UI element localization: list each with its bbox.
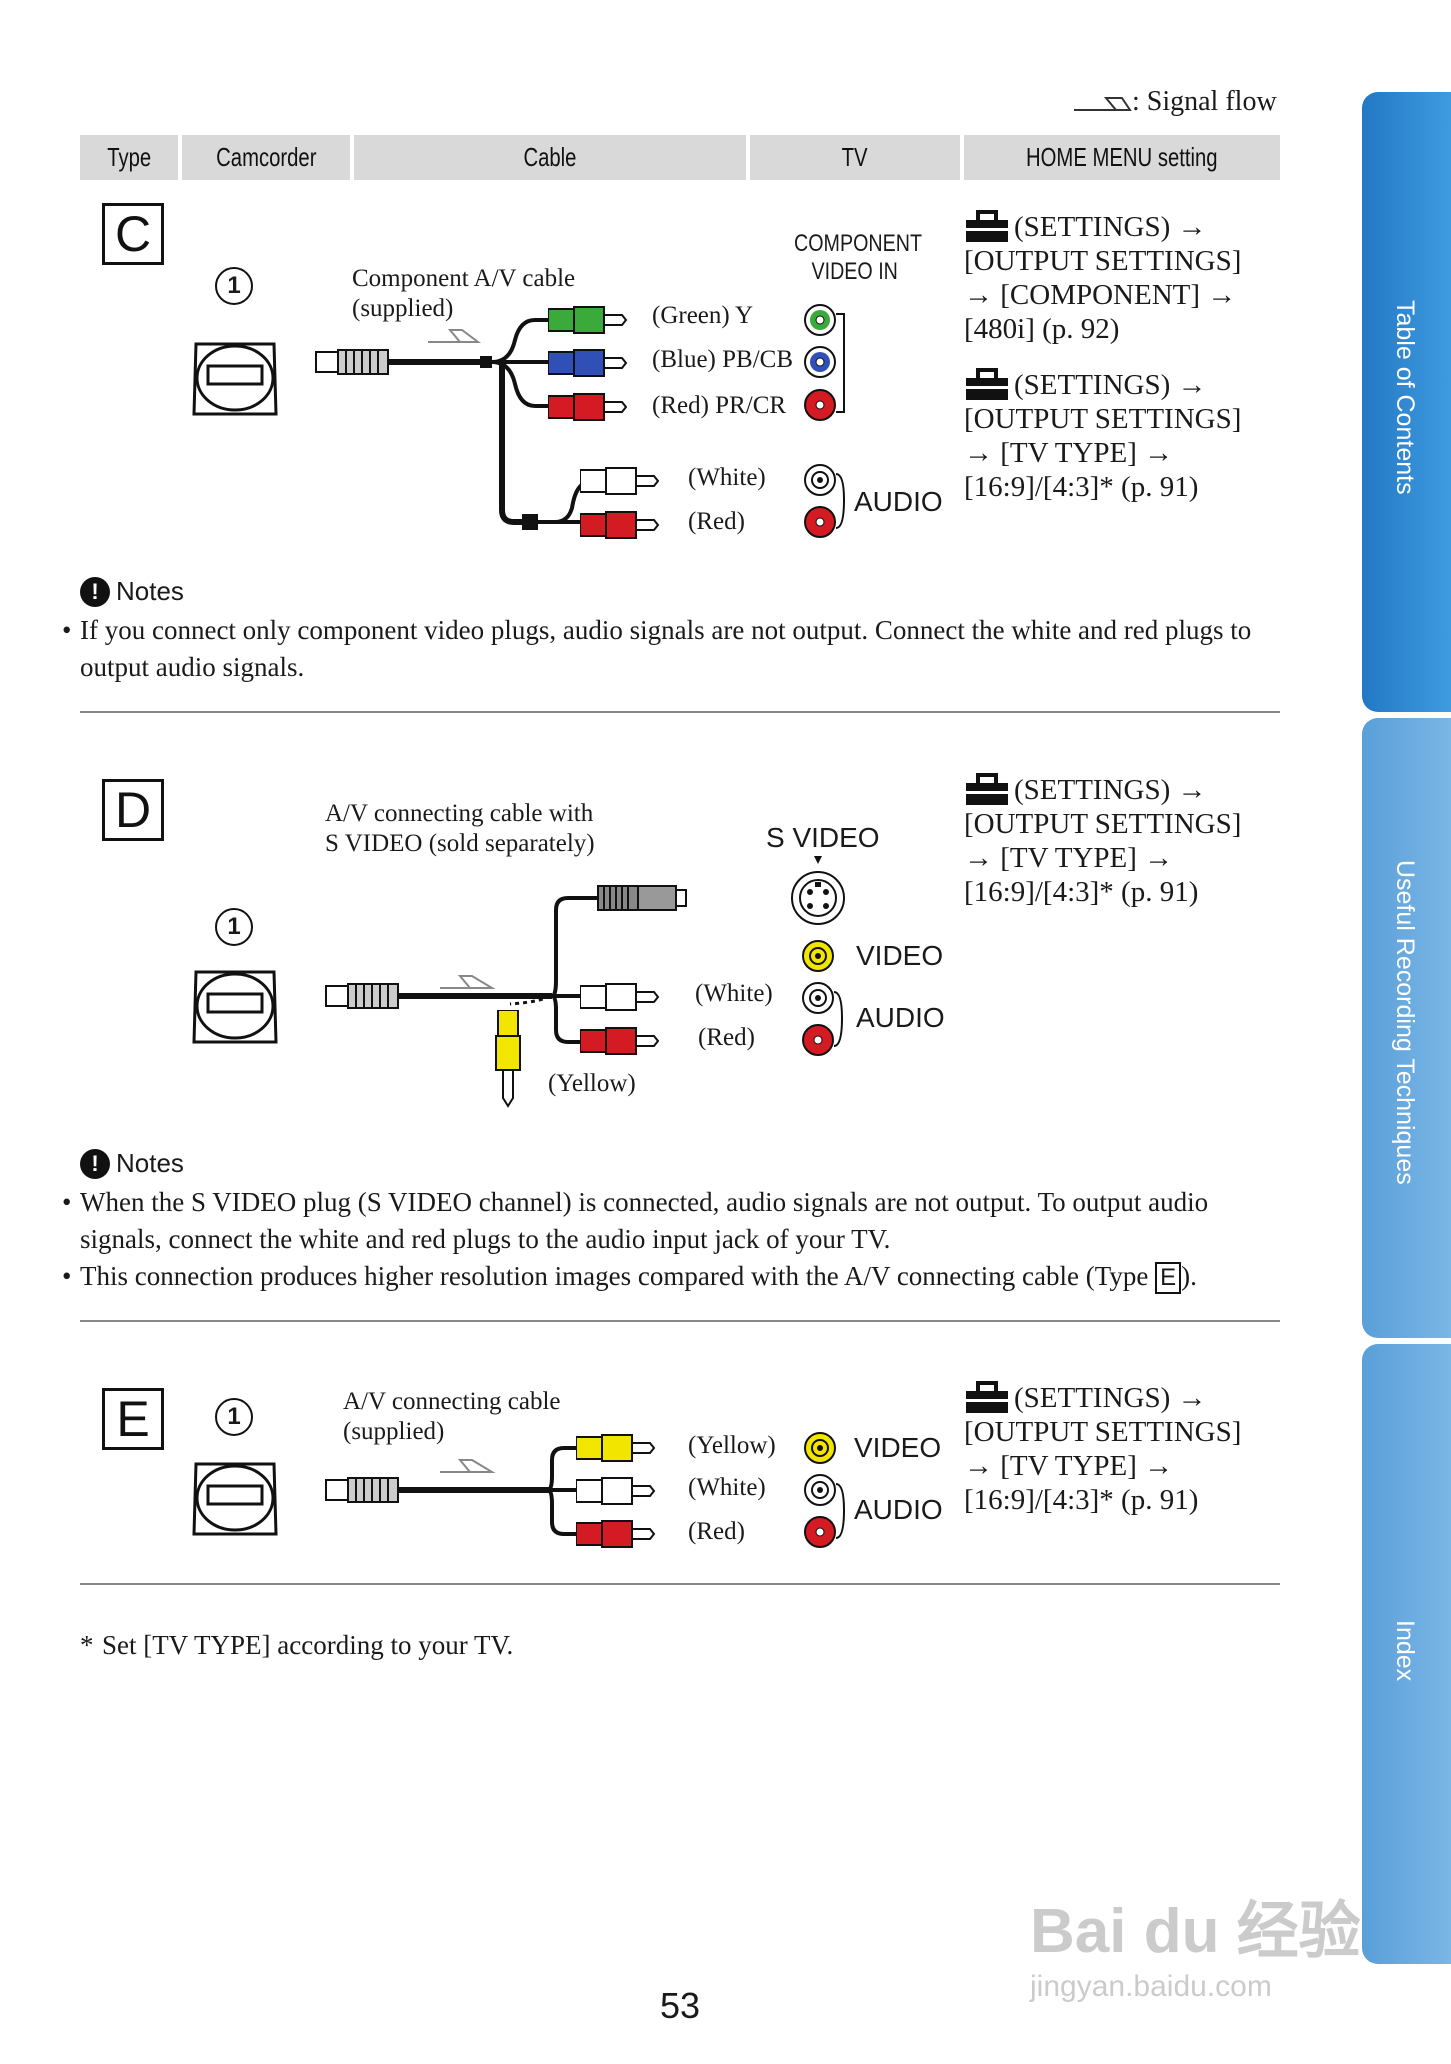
tv-audio-label-c: AUDIO <box>854 486 943 517</box>
tab-useful-recording[interactable] <box>1362 718 1451 1338</box>
blue-plug-icon <box>548 349 628 377</box>
cable-supply-c: (supplied) <box>352 295 454 322</box>
plug-label-white-d: (White) <box>695 980 773 1007</box>
port-number-c: 1 <box>215 267 253 305</box>
tv-video-label-e: VIDEO <box>854 1432 942 1463</box>
white-plug-e-icon <box>576 1477 656 1505</box>
camcorder-port-c-icon <box>192 342 278 416</box>
plug-label-green: (Green) Y <box>652 302 754 329</box>
white-plug-d-icon <box>580 983 660 1011</box>
toolbox-icon <box>966 773 1008 805</box>
divider-d <box>80 1320 1280 1322</box>
yellow-plug-e-icon <box>576 1434 656 1462</box>
toolbox-icon <box>966 368 1008 400</box>
yellow-plug-d-icon <box>495 1010 521 1108</box>
watermark-sub: jingyan.baidu.com <box>1030 1970 1272 2003</box>
port-number-e: 1 <box>215 1398 253 1436</box>
type-d-box: D <box>102 779 164 841</box>
tv-jacks-e <box>804 1432 846 1548</box>
watermark: Bai du 经验 jingyan.baidu.com <box>1030 1880 1361 2004</box>
note-c-1: •If you connect only component video plu… <box>62 615 1252 682</box>
av-cable-diagram <box>325 1446 576 1536</box>
plug-label-white: (White) <box>688 464 766 491</box>
port-number-d: 1 <box>215 908 253 946</box>
plug-label-red: (Red) PR/CR <box>652 392 787 419</box>
red-plug-d-icon <box>580 1027 660 1055</box>
tab-table-of-contents[interactable] <box>1362 92 1451 712</box>
tab-label-index: Index <box>1391 1620 1419 1682</box>
menu-settings-c2: (SETTINGS) → [OUTPUT SETTINGS] → [TV TYP… <box>964 368 1242 503</box>
cable-supply-e: (supplied) <box>343 1418 445 1445</box>
page-number: 53 <box>659 1985 701 2026</box>
camcorder-port-e-icon <box>192 1462 278 1536</box>
white-plug-icon <box>580 467 660 495</box>
cable-name-e: A/V connecting cable <box>343 1388 561 1415</box>
type-e-box: E <box>102 1388 164 1450</box>
note-d-2: •This connection produces higher resolut… <box>62 1258 1280 1295</box>
notes-icon: ! <box>80 1148 110 1179</box>
red-plug-e-icon <box>576 1520 656 1548</box>
type-c-box: C <box>102 203 164 265</box>
header-camcorder: Camcorder <box>182 135 350 180</box>
header-home-menu: HOME MENU setting <box>964 135 1280 180</box>
cable-name-c: Component A/V cable <box>352 265 576 292</box>
divider-e <box>80 1583 1280 1585</box>
toolbox-icon <box>966 1381 1008 1413</box>
signal-flow-arrow-icon <box>1074 97 1132 111</box>
cable-supply-d: S VIDEO (sold separately) <box>325 830 595 857</box>
tab-label-toc: Table of Contents <box>1391 300 1419 495</box>
header-type: Type <box>80 135 178 180</box>
plug-label-red-d: (Red) <box>698 1024 755 1051</box>
notes-heading-c: !Notes <box>80 576 184 607</box>
notes-heading-d: !Notes <box>80 1148 184 1179</box>
tv-jacks-c <box>804 304 846 538</box>
footnote-text: Set [TV TYPE] according to your TV. <box>102 1630 514 1660</box>
plug-label-yellow-e: (Yellow) <box>688 1432 776 1459</box>
tv-audio-label-e: AUDIO <box>854 1494 943 1525</box>
header-cable: Cable <box>354 135 746 180</box>
footnote-mark: * <box>80 1630 94 1660</box>
plug-label-red-audio: (Red) <box>688 508 745 535</box>
menu-settings-e1: (SETTINGS) → [OUTPUT SETTINGS] → [TV TYP… <box>964 1381 1242 1516</box>
cable-name-d: A/V connecting cable with <box>325 800 594 827</box>
menu-settings-d1: (SETTINGS) → [OUTPUT SETTINGS] → [TV TYP… <box>964 773 1242 908</box>
watermark-main: Bai du 经验 <box>1030 1897 1361 1966</box>
tv-video-label-d: VIDEO <box>856 940 944 971</box>
camcorder-port-d-icon <box>192 970 278 1044</box>
tv-audio-label-d: AUDIO <box>856 1002 945 1033</box>
plug-label-yellow-d: (Yellow) <box>548 1070 636 1097</box>
green-plug-icon <box>548 306 628 334</box>
tv-jacks-d <box>791 856 845 1056</box>
tab-label-useful: Useful Recording Techniques <box>1391 860 1419 1185</box>
tab-index[interactable] <box>1362 1344 1451 1964</box>
svideo-cable-diagram <box>325 885 687 1044</box>
note-d-1: •When the S VIDEO plug (S VIDEO channel)… <box>62 1187 1209 1254</box>
toolbox-icon <box>966 210 1008 242</box>
signal-flow-legend: : Signal flow <box>1132 86 1277 117</box>
plug-label-white-e: (White) <box>688 1474 766 1501</box>
divider-c <box>80 711 1280 713</box>
red-plug-icon <box>548 393 628 421</box>
plug-label-blue: (Blue) PB/CB <box>652 346 793 373</box>
tv-svideo-label: S VIDEO <box>766 822 880 853</box>
menu-settings-c1: (SETTINGS) → [OUTPUT SETTINGS] → [COMPON… <box>964 210 1242 345</box>
notes-icon: ! <box>80 576 110 607</box>
type-e-inline-box: E <box>1155 1262 1182 1294</box>
header-tv: TV <box>750 135 960 180</box>
plug-label-red-e: (Red) <box>688 1518 745 1545</box>
red-audio-plug-icon <box>580 511 660 539</box>
